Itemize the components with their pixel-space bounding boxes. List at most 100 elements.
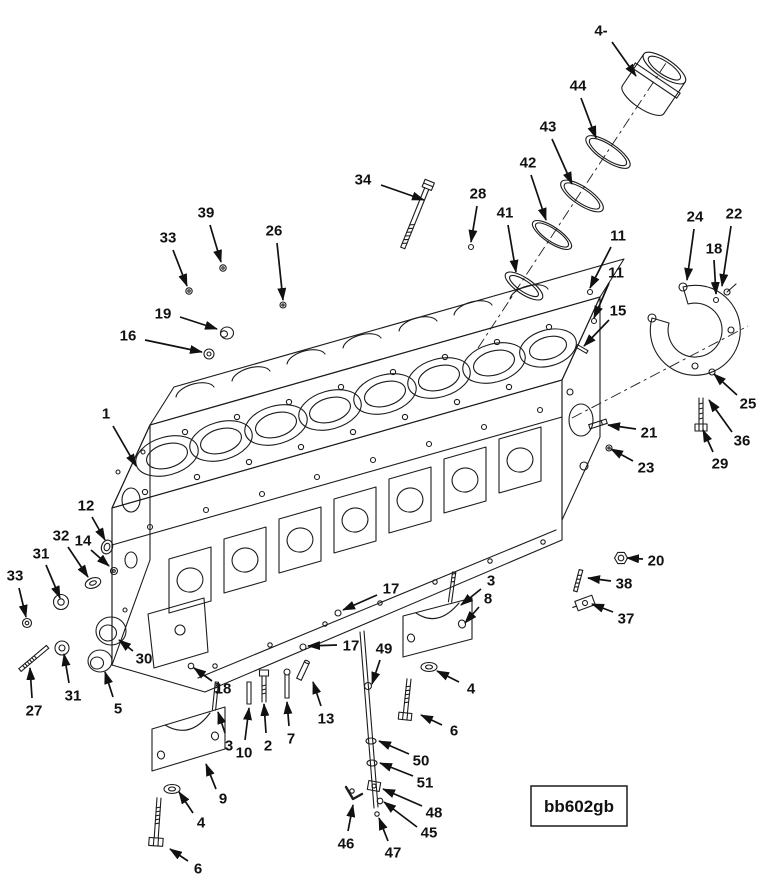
callout-label-17-35: 17 (343, 638, 360, 655)
callout-label-50-52: 50 (413, 753, 430, 770)
callout-arrow-24-10 (684, 228, 695, 281)
callout-label-7-47: 7 (287, 731, 295, 748)
figure-code: bb602gb (544, 797, 614, 816)
callout-label-12-24: 12 (78, 498, 95, 515)
callout-label-27-38: 27 (26, 703, 43, 720)
figure-code-box: bb602gb (530, 785, 628, 827)
callout-label-29-15: 29 (712, 456, 729, 473)
callout-label-13-48: 13 (318, 711, 335, 728)
callout-label-4--0: 4- (594, 23, 607, 40)
callout-arrow-42-3 (530, 174, 547, 221)
callout-arrow-44-1 (580, 97, 597, 139)
main-bearing-cap-left-drawing (148, 681, 226, 847)
callout-label-31-27: 31 (33, 546, 50, 563)
callout-label-48-54: 48 (426, 805, 443, 822)
callout-label-17-33: 17 (383, 581, 400, 598)
callout-arrow-22-11 (719, 225, 732, 287)
long-bolt-drawing (400, 178, 435, 250)
callout-arrow-33-28 (18, 587, 28, 618)
callout-arrow-30-37 (118, 639, 134, 652)
callout-label-43-2: 43 (540, 119, 557, 136)
callout-label-47-57: 47 (385, 845, 402, 862)
callout-arrow-17-35 (307, 641, 338, 651)
callout-arrow-50-52 (378, 740, 410, 755)
callout-arrow-34-5 (380, 184, 425, 201)
callout-arrow-14-26 (90, 549, 110, 567)
callout-arrow-12-24 (91, 516, 106, 541)
callout-label-2-46: 2 (264, 738, 272, 755)
callout-label-21-22: 21 (641, 425, 658, 442)
callout-arrow-47-57 (378, 817, 389, 842)
callout-label-22-11: 22 (726, 206, 743, 223)
callout-label-20-29: 20 (648, 553, 665, 570)
callout-arrow-28-6 (468, 205, 478, 243)
callout-label-33-17: 33 (160, 230, 177, 247)
callout-label-28-6: 28 (470, 186, 487, 203)
callout-arrow-3-32 (460, 588, 482, 606)
callout-arrow-11-7 (589, 246, 612, 289)
callout-arrow-51-53 (379, 762, 414, 777)
callout-label-30-37: 30 (136, 651, 153, 668)
callout-label-39-16: 39 (198, 205, 215, 222)
callout-label-11-8: 11 (608, 265, 624, 282)
callout-label-8-34: 8 (484, 591, 492, 608)
callout-arrow-18-41 (193, 667, 213, 682)
callout-label-36-14: 36 (734, 433, 751, 450)
callout-arrow-18-12 (710, 259, 720, 295)
callout-label-34-5: 34 (355, 172, 372, 189)
callout-arrow-15-9 (583, 319, 610, 347)
callout-arrow-25-13 (713, 373, 738, 396)
callout-label-16-20: 16 (120, 328, 137, 345)
callout-label-19-19: 19 (155, 306, 172, 323)
callout-label-33-28: 33 (7, 568, 24, 585)
cylinder-liner-drawing (621, 51, 687, 117)
fasteners-and-plugs-drawing (18, 243, 629, 705)
callout-label-18-41: 18 (215, 681, 232, 698)
callout-arrow-23-23 (610, 448, 634, 462)
callout-arrow-45-55 (383, 801, 418, 828)
callout-arrow-27-38 (26, 667, 36, 699)
callout-label-24-10: 24 (687, 209, 704, 226)
callout-arrow-8-34 (464, 606, 480, 624)
callout-label-49-36: 49 (376, 641, 393, 658)
callout-arrow-6-43 (420, 714, 443, 726)
callout-arrow-46-56 (346, 804, 356, 832)
callout-label-18-12: 18 (706, 241, 723, 258)
callout-arrow-4-50 (178, 791, 194, 814)
callout-label-38-30: 38 (616, 576, 633, 593)
callout-label-26-18: 26 (266, 223, 283, 240)
callout-label-46-56: 46 (338, 836, 355, 853)
callout-arrow-33-17 (172, 249, 188, 287)
callout-arrow-48-54 (382, 788, 423, 807)
callout-arrow-5-40 (104, 671, 114, 698)
callout-label-44-1: 44 (570, 78, 587, 95)
liner-axis-centerline (477, 59, 749, 419)
callout-arrow-7-47 (283, 701, 293, 727)
callout-arrow-1-21 (112, 425, 137, 467)
callout-arrow-9-49 (205, 763, 217, 790)
callout-label-11-7: 11 (610, 228, 626, 245)
piston-rings-drawing (504, 135, 631, 301)
callout-label-15-9: 15 (610, 303, 627, 320)
callout-label-23-23: 23 (638, 460, 655, 477)
callout-arrow-38-30 (587, 575, 612, 585)
callout-label-37-31: 37 (618, 611, 635, 628)
callout-arrow-21-22 (607, 422, 637, 432)
callout-label-3-32: 3 (487, 573, 495, 590)
callout-arrow-31-39 (61, 653, 71, 684)
callout-arrow-17-33 (342, 594, 378, 611)
callout-arrow-10-45 (243, 707, 252, 741)
callout-label-32-25: 32 (53, 528, 70, 545)
callout-arrow-11-8 (593, 282, 610, 319)
drain-tube-assembly-drawing (344, 630, 384, 817)
callout-label-45-55: 45 (421, 825, 438, 842)
callout-arrow-43-2 (551, 138, 573, 185)
callout-label-6-51: 6 (194, 861, 202, 878)
retainer-clamp-drawing (647, 282, 741, 432)
callout-arrow-36-14 (708, 399, 733, 433)
callout-label-25-13: 25 (740, 396, 757, 413)
callout-label-10-45: 10 (236, 745, 253, 762)
callout-arrow-37-31 (591, 603, 614, 613)
